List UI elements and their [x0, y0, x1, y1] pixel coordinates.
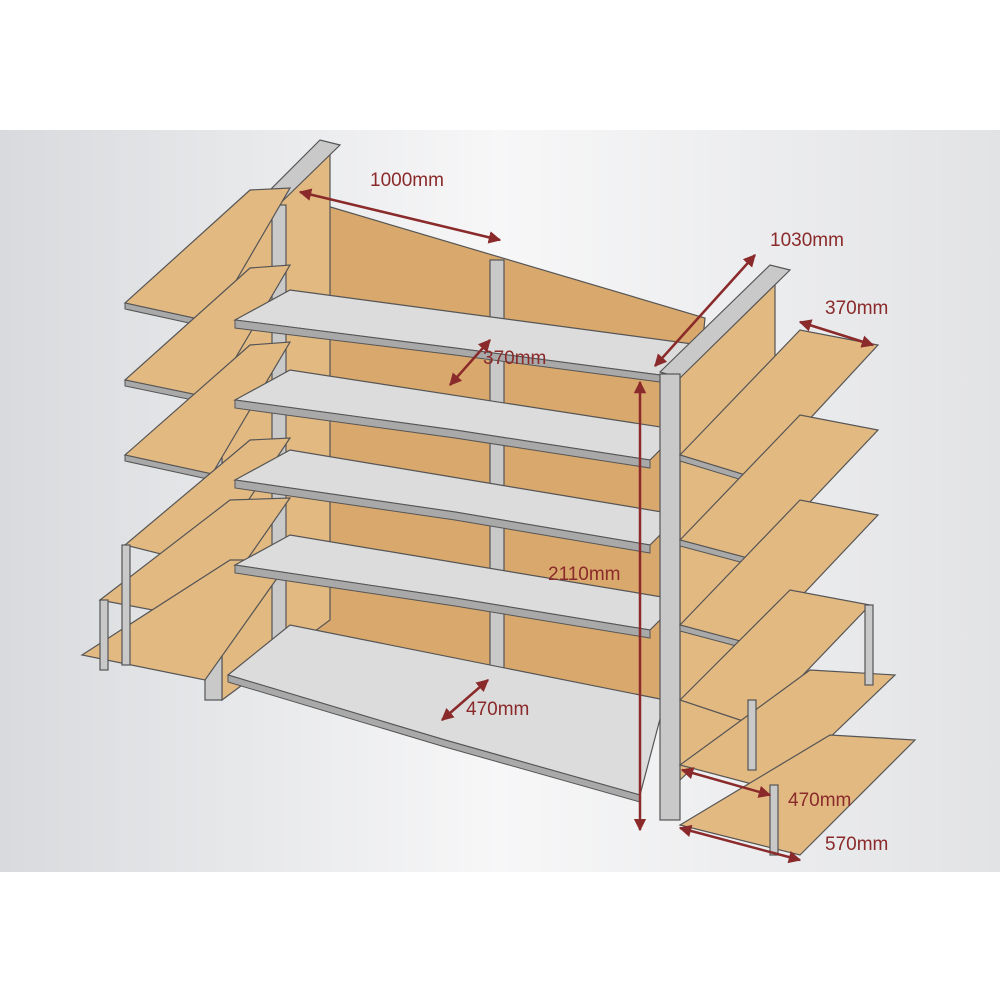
- dim-base-depth-center: 470mm: [466, 699, 529, 720]
- dim-side-base-depth: 470mm: [788, 790, 851, 811]
- dimension-arrows: [298, 188, 875, 864]
- left-side-shelves: [80, 187, 292, 681]
- dim-top-width: 1000mm: [370, 170, 444, 191]
- dim-depth-overall: 1030mm: [770, 230, 844, 251]
- dim-side-base-width: 570mm: [825, 834, 888, 855]
- right-front-post: [659, 373, 681, 821]
- dim-side-shelf-depth: 370mm: [825, 298, 888, 319]
- dim-center-shelf-depth: 370mm: [483, 348, 546, 369]
- dim-height: 2110mm: [548, 564, 621, 585]
